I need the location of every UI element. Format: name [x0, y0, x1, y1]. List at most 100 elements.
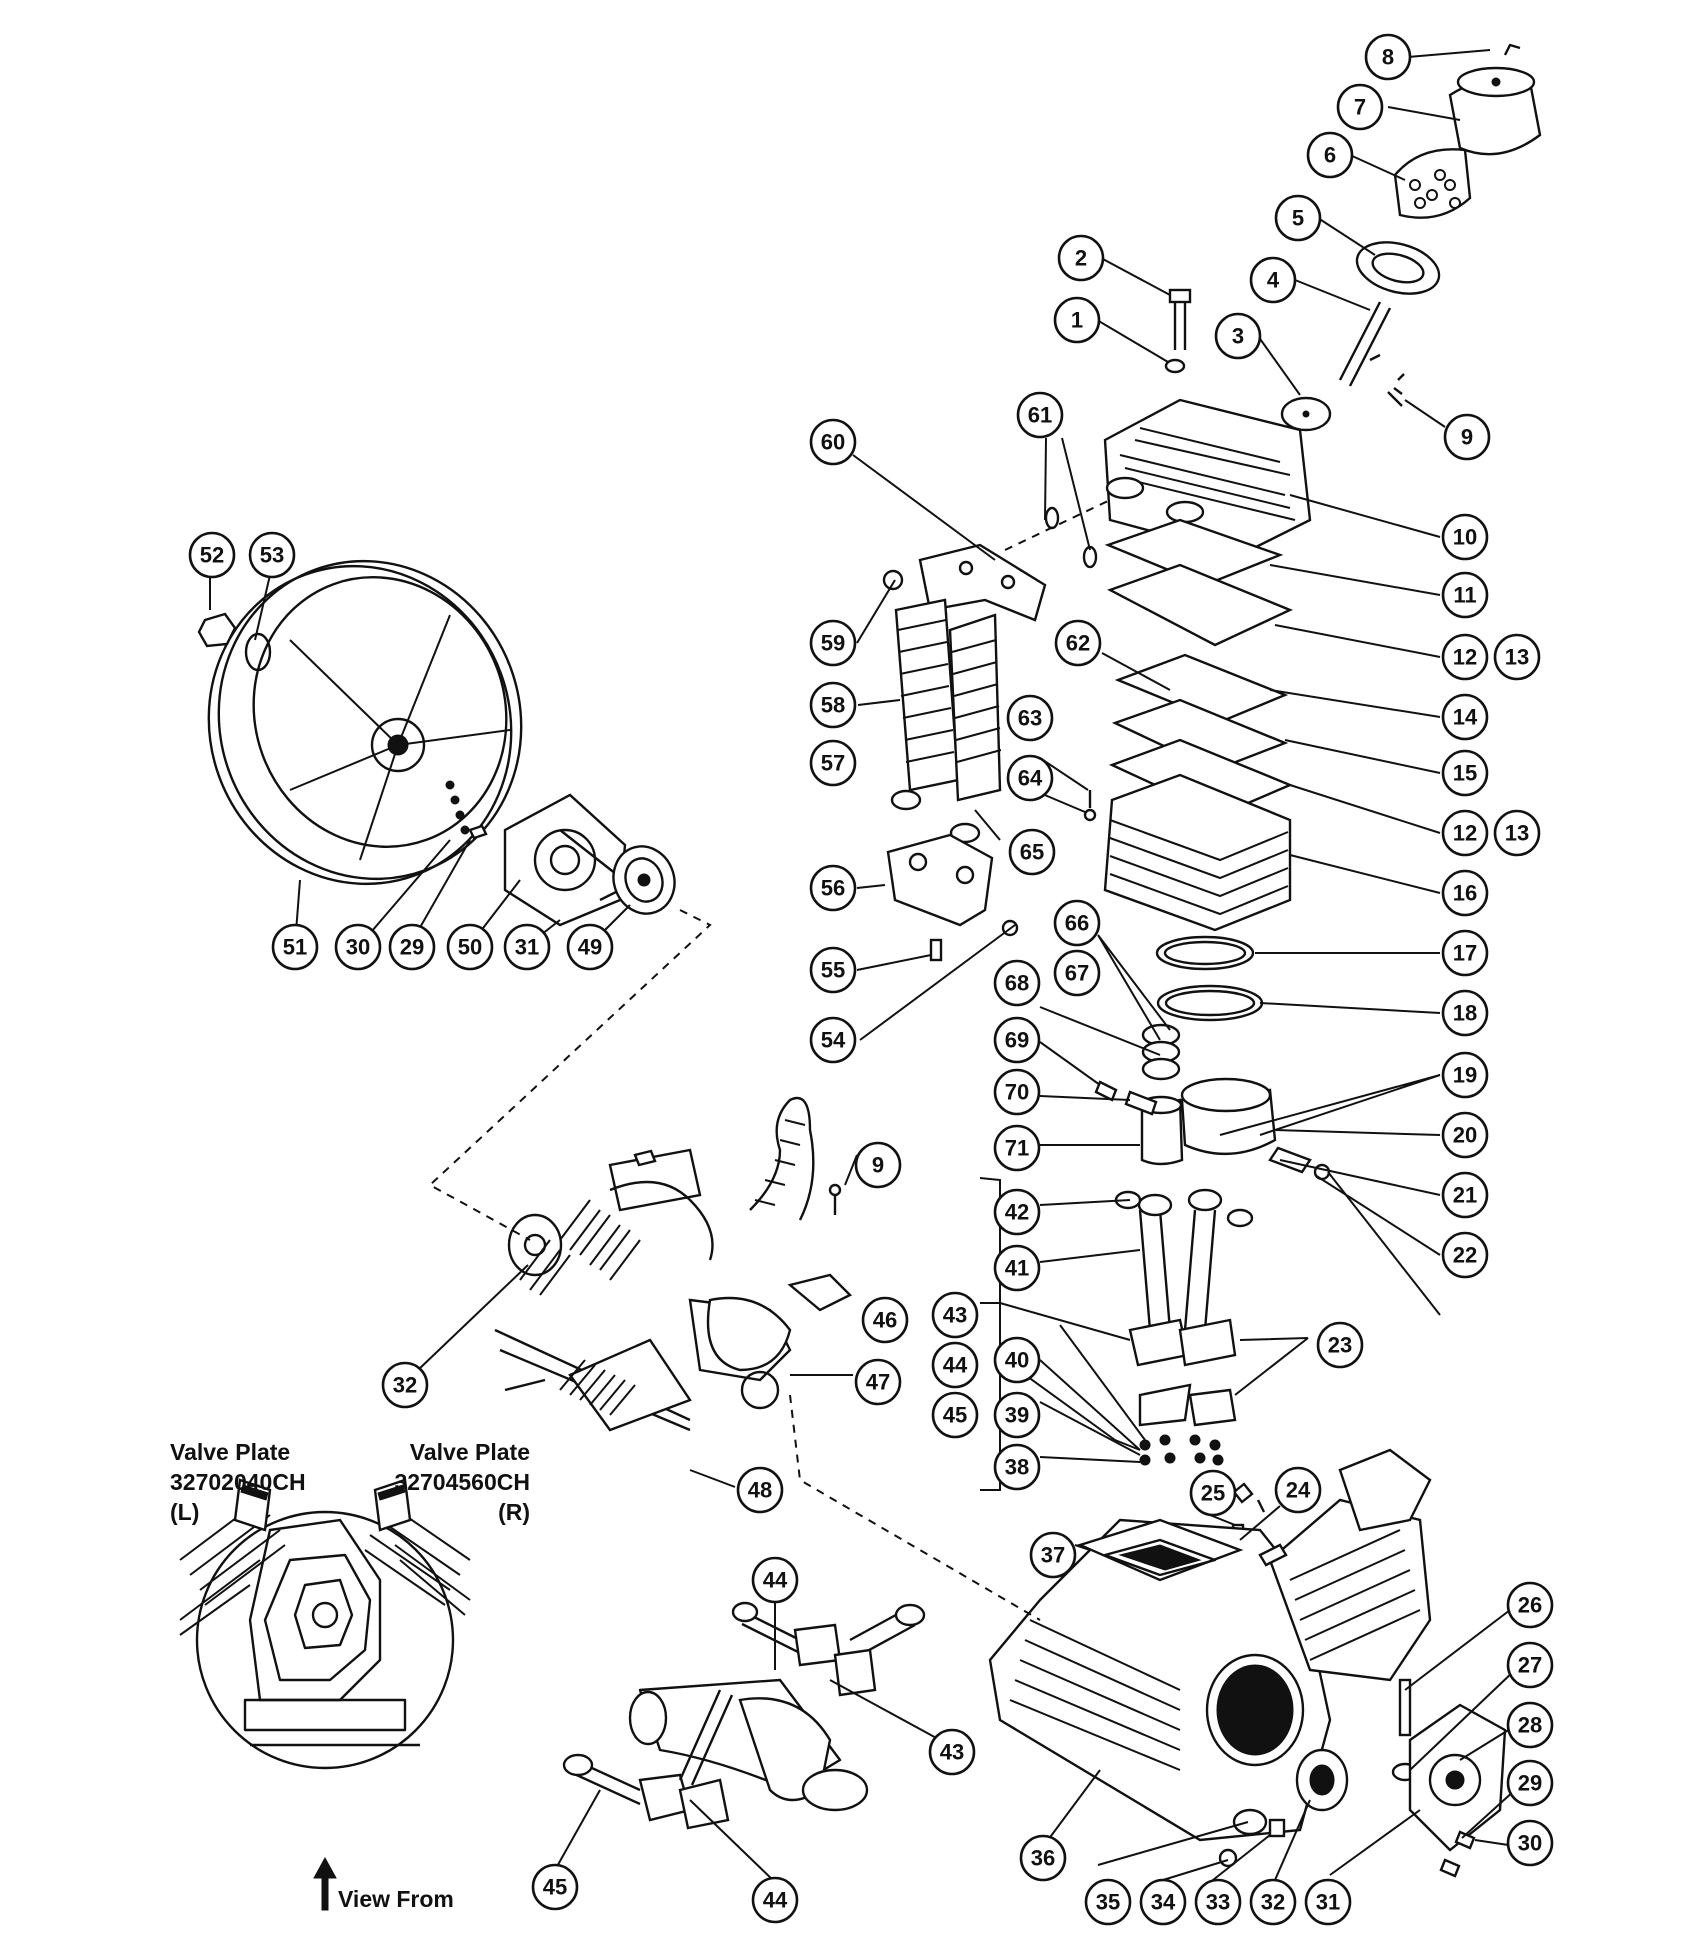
intercooler-assembly: [882, 506, 1098, 962]
valve-plate-right-partno: 32704560CH: [394, 1469, 530, 1495]
svg-text:65: 65: [1020, 840, 1044, 865]
svg-text:47: 47: [866, 1370, 890, 1395]
svg-text:13: 13: [1505, 645, 1529, 670]
callout-56: 56: [809, 864, 857, 912]
svg-text:21: 21: [1453, 1183, 1477, 1208]
svg-text:31: 31: [1316, 1890, 1340, 1915]
callout-64: 64: [1006, 754, 1054, 802]
parts-illustrations: View From Valve Plate 32702040CH (L) Val…: [170, 43, 1542, 1912]
callout-26: 26: [1506, 1581, 1554, 1629]
callout-71: 71: [993, 1124, 1041, 1172]
callout-57: 57: [809, 739, 857, 787]
callout-31: 31: [503, 923, 551, 971]
bearing-carrier-left: [468, 793, 676, 927]
svg-text:8: 8: [1382, 45, 1394, 70]
svg-text:26: 26: [1518, 1593, 1542, 1618]
callout-34: 34: [1139, 1878, 1187, 1926]
callout-70: 70: [993, 1068, 1041, 1116]
callout-31-b: 31: [1304, 1878, 1352, 1926]
valve-plate-label-left: Valve Plate 32702040CH (L): [170, 1439, 306, 1525]
svg-text:45: 45: [543, 1875, 567, 1900]
callout-44: 44: [931, 1341, 979, 1389]
crankcase: [988, 1448, 1507, 1878]
callout-51: 51: [271, 923, 319, 971]
valve-plate-left-partno: 32702040CH: [170, 1469, 306, 1495]
callout-68: 68: [993, 959, 1041, 1007]
svg-text:16: 16: [1453, 881, 1477, 906]
callout-20: 20: [1441, 1111, 1489, 1159]
svg-text:44: 44: [763, 1568, 788, 1593]
svg-text:1: 1: [1071, 308, 1083, 333]
svg-text:62: 62: [1066, 631, 1090, 656]
svg-text:71: 71: [1005, 1136, 1029, 1161]
svg-text:70: 70: [1005, 1080, 1029, 1105]
callout-4: 4: [1249, 256, 1297, 304]
svg-text:55: 55: [821, 958, 845, 983]
valve-plate-label-right: Valve Plate 32704560CH (R): [394, 1439, 530, 1525]
callout-12: 12: [1441, 633, 1489, 681]
callout-54: 54: [809, 1016, 857, 1064]
svg-text:32: 32: [1261, 1890, 1285, 1915]
svg-text:50: 50: [458, 935, 482, 960]
callout-58: 58: [809, 681, 857, 729]
piston-and-rings: [1094, 935, 1331, 1181]
callout-35: 35: [1084, 1878, 1132, 1926]
svg-text:15: 15: [1453, 761, 1477, 786]
svg-text:58: 58: [821, 693, 845, 718]
callout-66: 66: [1053, 899, 1101, 947]
valve-plate-right-title: Valve Plate: [410, 1439, 530, 1465]
callout-10: 10: [1441, 513, 1489, 561]
svg-text:46: 46: [873, 1308, 897, 1333]
svg-text:30: 30: [346, 935, 370, 960]
svg-text:9: 9: [872, 1153, 884, 1178]
callout-36: 36: [1019, 1834, 1067, 1882]
callout-13: 13: [1493, 633, 1541, 681]
leader-lines: [209, 49, 1516, 1883]
svg-text:4: 4: [1267, 268, 1280, 293]
svg-text:33: 33: [1206, 1890, 1230, 1915]
svg-text:40: 40: [1005, 1348, 1029, 1373]
svg-text:45: 45: [943, 1403, 967, 1428]
svg-text:56: 56: [821, 876, 845, 901]
callout-23: 23: [1316, 1321, 1364, 1369]
callout-17: 17: [1441, 929, 1489, 977]
svg-text:12: 12: [1453, 645, 1477, 670]
callout-32: 32: [381, 1361, 429, 1409]
svg-text:61: 61: [1028, 403, 1052, 428]
svg-text:31: 31: [515, 935, 539, 960]
svg-text:67: 67: [1065, 961, 1089, 986]
callout-14: 14: [1441, 693, 1489, 741]
svg-text:54: 54: [821, 1028, 846, 1053]
callout-65: 65: [1008, 828, 1056, 876]
callout-59: 59: [809, 619, 857, 667]
svg-text:3: 3: [1232, 324, 1244, 349]
callout-50: 50: [446, 923, 494, 971]
svg-text:24: 24: [1286, 1478, 1311, 1503]
svg-text:48: 48: [748, 1478, 772, 1503]
svg-text:29: 29: [400, 935, 424, 960]
svg-text:22: 22: [1453, 1243, 1477, 1268]
callout-69: 69: [993, 1016, 1041, 1064]
svg-text:19: 19: [1453, 1063, 1477, 1088]
svg-text:42: 42: [1005, 1200, 1029, 1225]
callout-38: 38: [993, 1443, 1041, 1491]
svg-text:69: 69: [1005, 1028, 1029, 1053]
svg-text:12: 12: [1453, 821, 1477, 846]
callout-22: 22: [1441, 1231, 1489, 1279]
svg-text:37: 37: [1041, 1543, 1065, 1568]
callout-40: 40: [993, 1336, 1041, 1384]
svg-text:18: 18: [1453, 1001, 1477, 1026]
callout-21: 21: [1441, 1171, 1489, 1219]
svg-text:32: 32: [393, 1373, 417, 1398]
callout-61: 61: [1016, 391, 1064, 439]
svg-text:17: 17: [1453, 941, 1477, 966]
callout-5: 5: [1274, 194, 1322, 242]
cylinder-head-stack: [1103, 398, 1312, 932]
svg-text:63: 63: [1018, 706, 1042, 731]
valve-plate-right-side: (R): [498, 1499, 530, 1525]
svg-text:13: 13: [1505, 821, 1529, 846]
svg-text:53: 53: [260, 543, 284, 568]
svg-text:10: 10: [1453, 525, 1477, 550]
callout-55: 55: [809, 946, 857, 994]
callout-25: 25: [1189, 1469, 1237, 1517]
